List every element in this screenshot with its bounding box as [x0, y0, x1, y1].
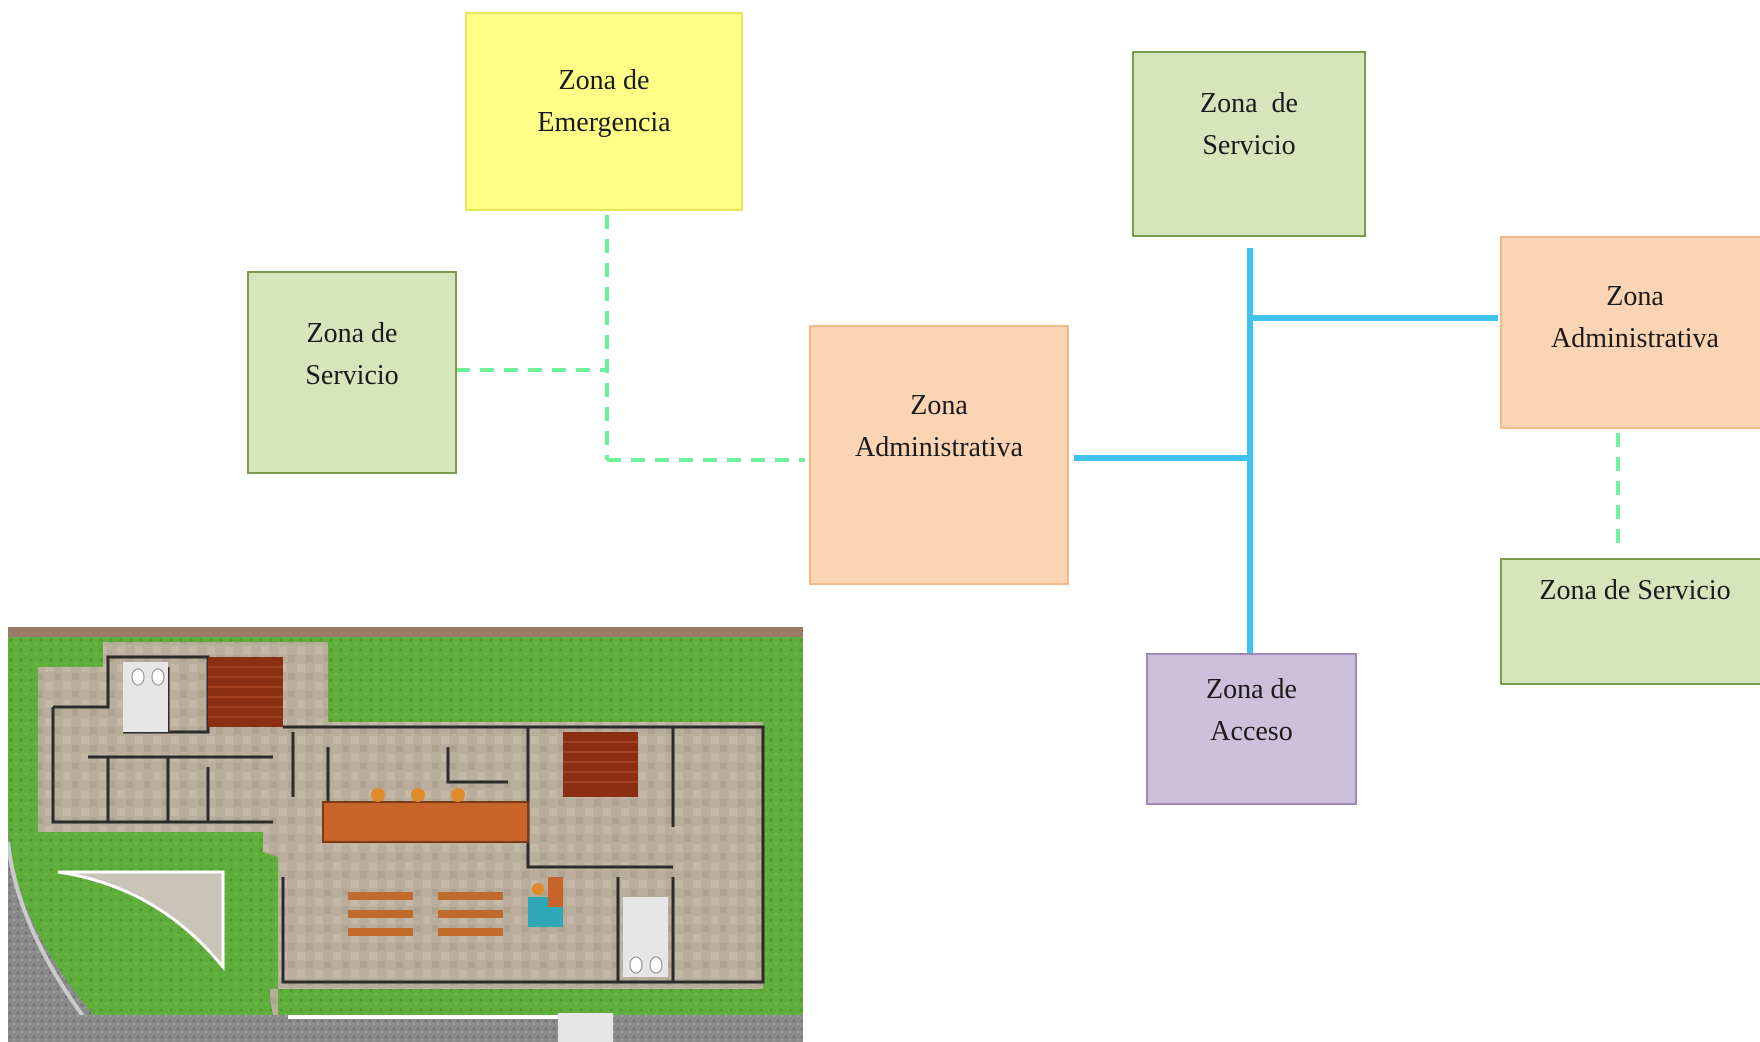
zona-administrativa-center-line1: Zona: [910, 390, 968, 421]
zona-servicio-top-line2: Servicio: [1202, 130, 1296, 161]
zona-emergencia-line2: Emergencia: [537, 107, 671, 138]
zona-acceso-line1: Zona de: [1206, 674, 1297, 705]
zona-administrativa-center-box: Zona Administrativa: [809, 325, 1069, 585]
zona-acceso-box: Zona de Acceso: [1146, 653, 1357, 805]
zona-administrativa-center-line2: Administrativa: [855, 432, 1023, 463]
zona-servicio-top-line1: Zona de: [1200, 88, 1298, 119]
zona-servicio-right-line1: Zona de Servicio: [1539, 575, 1731, 606]
zona-servicio-top-box: Zona de Servicio: [1132, 51, 1366, 237]
zona-administrativa-right-line2: Administrativa: [1551, 323, 1719, 354]
zona-servicio-left-line2: Servicio: [305, 360, 399, 391]
zona-servicio-right-box: Zona de Servicio: [1500, 558, 1760, 685]
zona-acceso-line2: Acceso: [1210, 716, 1293, 747]
zona-servicio-left-line1: Zona de: [306, 318, 398, 349]
zona-servicio-left-box: Zona de Servicio: [247, 271, 457, 474]
zona-administrativa-right-box: Zona Administrativa: [1500, 236, 1760, 429]
zona-emergencia-line1: Zona de: [558, 65, 650, 96]
zona-emergencia-box: Zona de Emergencia: [465, 12, 743, 211]
zona-administrativa-right-line1: Zona: [1606, 281, 1664, 312]
floor-plan-image: [8, 627, 803, 1042]
